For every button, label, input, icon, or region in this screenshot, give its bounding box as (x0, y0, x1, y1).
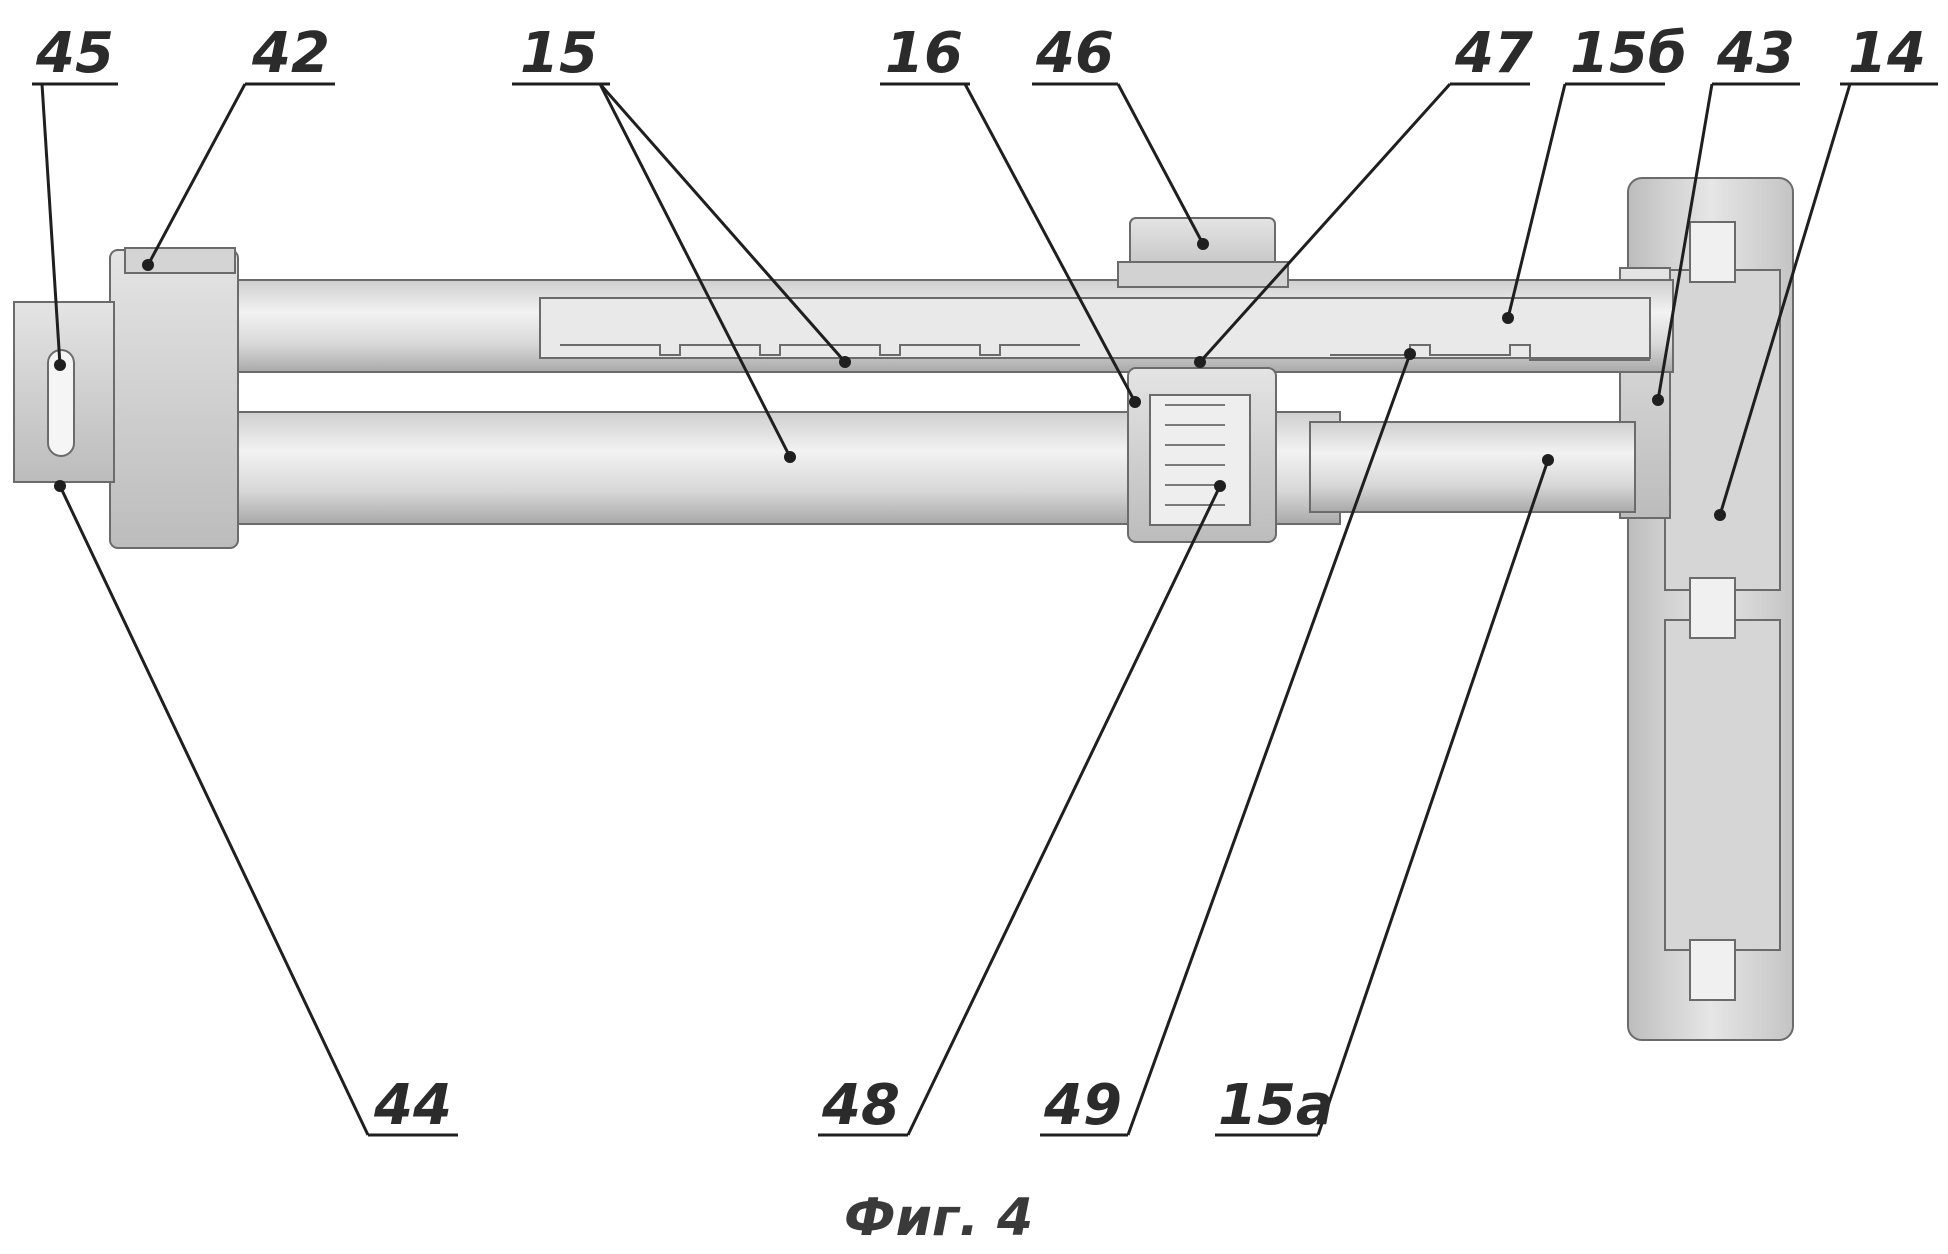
figure-caption: Фиг. 4 (844, 1188, 1033, 1248)
callout-47: 47 (1454, 21, 1533, 86)
top-button-base (1118, 262, 1288, 287)
butt-plate-slot-top (1690, 222, 1735, 282)
callout-45: 45 (35, 21, 114, 86)
callout-49: 49 (1043, 1073, 1122, 1138)
rear-block (110, 250, 238, 548)
mechanism-drawing (14, 178, 1793, 1040)
butt-plate-inner-lower (1665, 620, 1780, 950)
callout-15-top: 15 (520, 21, 598, 86)
callout-43: 43 (1716, 21, 1795, 86)
butt-plate-slot-mid (1690, 578, 1735, 638)
callout-46: 46 (1035, 21, 1114, 86)
callout-42: 42 (251, 21, 330, 86)
callout-14: 14 (1848, 21, 1926, 86)
butt-plate-slot-bot (1690, 940, 1735, 1000)
callout-48: 48 (821, 1073, 900, 1138)
butt-plate-inner (1665, 270, 1780, 590)
callout-44: 44 (373, 1073, 452, 1138)
callout-15b: 15б (1570, 21, 1687, 86)
callout-16: 16 (885, 21, 963, 86)
callout-15a: 15а (1218, 1073, 1334, 1138)
rear-block-top (125, 248, 235, 273)
